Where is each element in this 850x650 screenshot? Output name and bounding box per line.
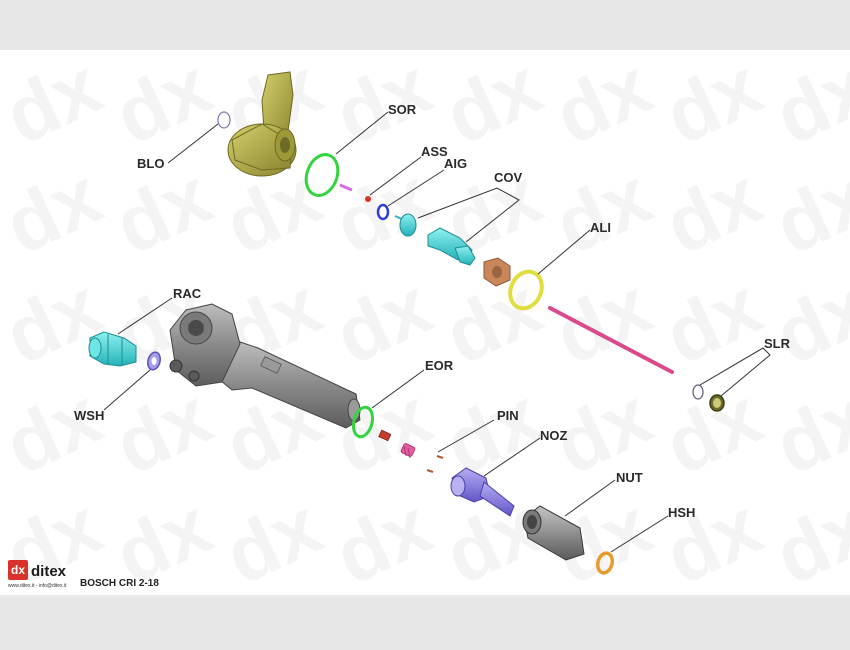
leader-blo — [167, 123, 219, 164]
label-pin: PIN — [497, 408, 519, 423]
leader-eor — [371, 369, 425, 409]
label-rac: RAC — [173, 286, 202, 301]
leader-ali — [537, 229, 591, 275]
watermark-pattern — [0, 50, 850, 595]
leader-aig — [387, 169, 445, 207]
part-injector-body — [169, 303, 361, 429]
label-eor: EOR — [425, 358, 454, 373]
label-sor: SOR — [388, 102, 417, 117]
leader-slr — [699, 347, 771, 397]
label-cov: COV — [494, 170, 523, 185]
model-name: BOSCH CRI 2-18 — [80, 578, 159, 589]
part-pink-spring — [400, 443, 416, 459]
part-blo-block — [227, 71, 297, 177]
leader-noz — [483, 437, 541, 477]
part-cov-valve-disc — [394, 213, 417, 237]
brand-name: ditex — [31, 563, 67, 580]
part-pin-1 — [426, 469, 434, 473]
part-eor-oring — [351, 405, 375, 439]
label-nut: NUT — [616, 470, 643, 485]
label-ali: ALI — [590, 220, 611, 235]
leader-pin — [437, 419, 495, 453]
part-pink-spring-pin — [339, 183, 353, 192]
label-blo: BLO — [137, 156, 164, 171]
label-slr: SLR — [764, 336, 791, 351]
ditex-logo-icon: dx — [8, 560, 28, 580]
label-hsh: HSH — [668, 505, 695, 520]
part-pin-2 — [436, 455, 444, 459]
part-cov-valve-body — [427, 227, 476, 266]
leader-wsh — [103, 369, 151, 411]
label-noz: NOZ — [540, 428, 568, 443]
label-aig: AIG — [444, 156, 467, 171]
leader-sor — [335, 111, 389, 155]
part-ass-ball — [365, 196, 371, 202]
part-ali-ring — [508, 269, 544, 311]
part-slr-small-oring — [692, 384, 704, 400]
brand-block: dx ditex — [8, 560, 66, 580]
part-blo-small-oring — [217, 111, 231, 129]
part-needle — [548, 306, 674, 374]
exploded-view-diagram: dx — [0, 50, 850, 595]
leader-hsh — [610, 515, 669, 553]
leader-rac — [117, 297, 173, 335]
label-wsh: WSH — [74, 408, 104, 423]
brand-contact: www.ditex.it - info@ditex.it — [8, 583, 67, 589]
part-copper-nut — [483, 257, 511, 287]
part-sor-oring — [304, 153, 340, 197]
leader-ass — [369, 156, 422, 196]
leader-cov — [417, 187, 520, 243]
diagram-canvas: dx — [0, 50, 850, 595]
part-hsh-washer — [596, 551, 614, 575]
leader-nut — [564, 479, 616, 517]
part-aig-washer — [376, 203, 390, 221]
part-red-pin — [378, 429, 392, 442]
part-nut — [522, 505, 585, 561]
part-rac-fitting — [88, 331, 137, 367]
part-noz-nozzle — [450, 467, 515, 517]
label-ass: ASS — [421, 144, 448, 159]
